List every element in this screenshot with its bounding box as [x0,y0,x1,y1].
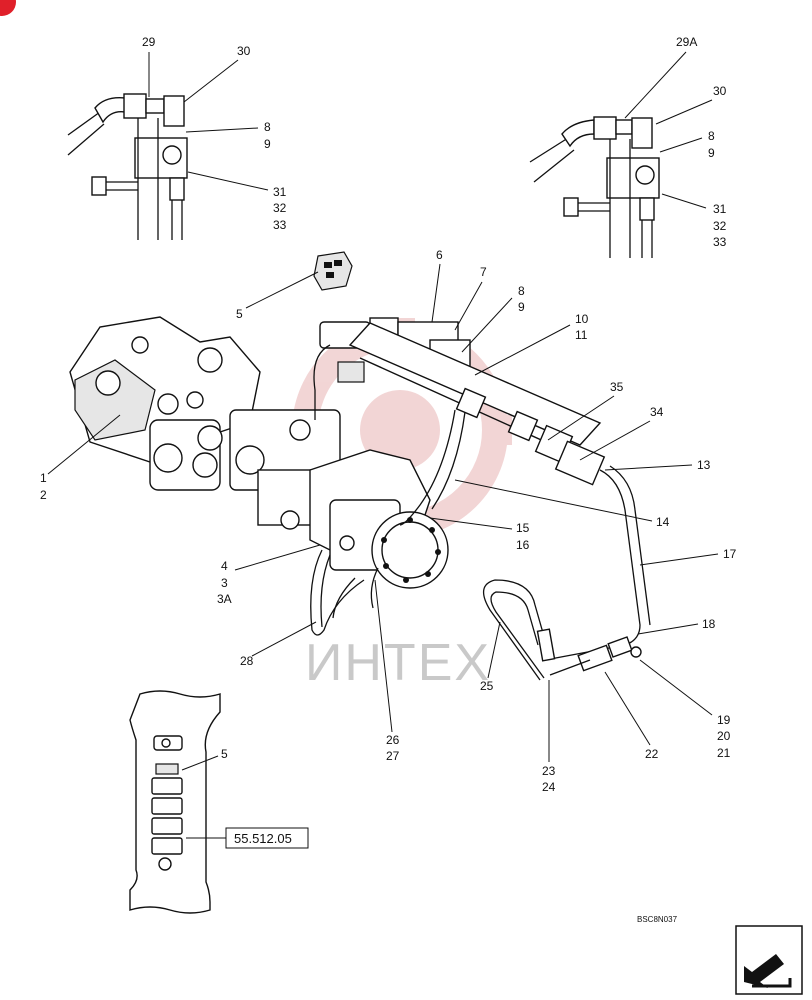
callout-26: 26 [386,733,400,747]
callout-8-main: 8 [518,284,525,298]
callout-32-left: 32 [273,201,287,215]
callout-33-left: 33 [273,218,287,232]
callout-30-left: 30 [237,44,251,58]
callout-20: 20 [717,729,731,743]
callout-6: 6 [436,248,443,262]
callout-1: 1 [40,471,47,485]
callout-22: 22 [645,747,659,761]
callout-24: 24 [542,780,556,794]
callout-3: 3 [221,576,228,590]
callout-19: 19 [717,713,731,727]
callout-5-top: 5 [236,307,243,321]
callout-8-right: 8 [708,129,715,143]
callout-35: 35 [610,380,624,394]
inset-valve-right [529,116,660,258]
callout-13: 13 [697,458,711,472]
callout-27: 27 [386,749,400,763]
hose-26 [370,567,379,609]
callout-4: 4 [221,559,228,573]
callout-16: 16 [516,538,530,552]
callout-31-right: 31 [713,202,727,216]
callout-11: 11 [575,328,588,342]
callout-23: 23 [542,764,556,778]
callout-30-right: 30 [713,84,727,98]
manifold-tube [348,322,606,486]
switch-part-5 [313,251,353,291]
callout-28: 28 [240,654,254,668]
callout-29: 29 [142,35,156,49]
callout-31-left: 31 [273,185,287,199]
callout-21: 21 [717,746,731,760]
reference-box-label: 55.512.05 [234,831,292,846]
callout-14: 14 [656,515,670,529]
callout-5-panel: 5 [221,747,228,761]
callout-9-right: 9 [708,146,715,160]
callout-34: 34 [650,405,664,419]
callout-9-left: 9 [264,137,271,151]
callout-33-right: 33 [713,235,727,249]
tube-25 [483,579,546,681]
next-page-arrow-icon[interactable] [735,925,803,995]
callout-3A: 3A [217,592,232,606]
callout-2: 2 [40,488,47,502]
callout-9-main: 9 [518,300,525,314]
fittings-18-22 [536,628,642,672]
red-corner-badge [0,0,16,16]
callout-17: 17 [723,547,737,561]
hydraulic-motor [309,449,449,589]
control-panel-inset [129,690,221,914]
hose-14 [399,409,456,526]
callout-7: 7 [480,265,487,279]
callout-25: 25 [480,679,494,693]
callout-8-left: 8 [264,120,271,134]
tube-17 [544,469,641,661]
callout-29A: 29A [676,35,697,49]
callout-10: 10 [575,312,589,326]
callout-32-right: 32 [713,219,727,233]
hydraulic-pump [69,316,261,491]
hose-28 [313,344,331,420]
drawing-code: BSC8N037 [637,915,678,924]
callout-15: 15 [516,521,530,535]
inset-valve-left [67,93,188,240]
callout-18: 18 [702,617,716,631]
watermark-text: ИНТЕХ [305,634,491,692]
